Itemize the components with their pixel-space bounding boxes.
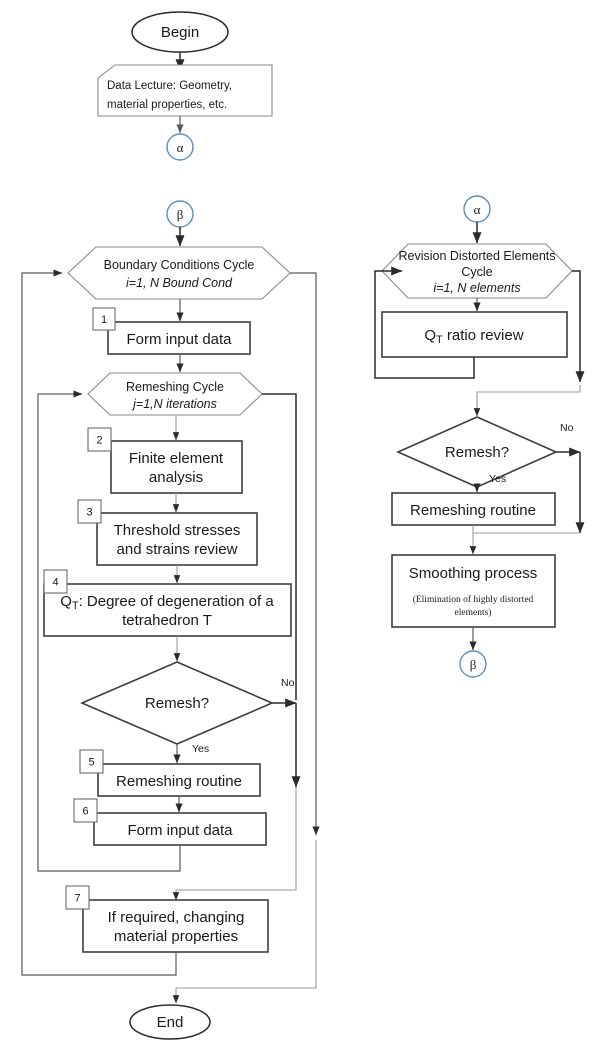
edge-ratio-back-to-revcycle <box>374 266 475 379</box>
tag-step-1-number: 1 <box>101 314 107 326</box>
node-step-1-label: Form input data <box>126 331 232 348</box>
edge-step6-back-to-remeshing-cycle <box>37 390 181 872</box>
node-data-input-line1: Data Lecture: Geometry, <box>107 80 232 92</box>
node-step-1[interactable]: Form input data <box>107 321 251 355</box>
node-decision-remesh-left-label: Remesh? <box>145 695 209 712</box>
node-step-6-label: Form input data <box>127 822 233 839</box>
node-smoothing-subtitle-1: (Elimination of highly distorted <box>413 594 534 605</box>
node-ratio-review[interactable]: QT ratio review <box>381 311 568 358</box>
connector-alpha-in[interactable]: α <box>463 195 491 223</box>
node-step-4-line1: QT: Degree of degeneration of a <box>60 593 274 612</box>
node-step-5[interactable]: Remeshing routine <box>97 763 261 797</box>
tag-step-4-number: 4 <box>52 577 58 589</box>
connector-beta-in-label: β <box>177 207 184 222</box>
connector-alpha-out[interactable]: α <box>166 133 194 161</box>
connector-beta-in[interactable]: β <box>166 200 194 228</box>
tag-step-7-number: 7 <box>74 893 80 905</box>
node-revision-cycle[interactable]: Revision Distorted Elements Cycle i=1, N… <box>381 243 573 299</box>
node-remeshing-cycle-line2: j=1,N iterations <box>131 397 217 411</box>
node-smoothing-subtitle-2: elements) <box>455 607 492 618</box>
rail-merge-to-step7 <box>175 871 297 896</box>
connector-alpha-in-label: α <box>474 202 481 217</box>
rail-remeshing-merge-right <box>472 525 580 534</box>
tag-step-6-number: 6 <box>82 806 88 818</box>
connector-beta-out[interactable]: β <box>459 650 487 678</box>
node-step-4-line2: tetrahedron T <box>122 612 212 629</box>
node-revision-cycle-line2: Cycle <box>461 265 492 279</box>
node-step-3[interactable]: Threshold stresses and strains review <box>96 512 258 566</box>
node-step-5-label: Remeshing routine <box>116 773 242 790</box>
edge-label-no-left: No <box>281 677 295 689</box>
tag-step-5: 5 <box>79 749 104 774</box>
node-step-2-line1: Finite element <box>129 450 224 467</box>
node-decision-remesh-left[interactable]: Remesh? <box>79 661 275 745</box>
node-bc-cycle-line2: i=1, N Bound Cond <box>126 276 233 290</box>
rail-bc-cycle-exit <box>290 272 320 836</box>
rail-bc-cycle-exit-to-end <box>176 840 317 989</box>
node-remeshing-cycle[interactable]: Remeshing Cycle j=1,N iterations <box>87 372 263 416</box>
node-step-7-line1: If required, changing <box>108 909 245 926</box>
node-revision-cycle-line3: i=1, N elements <box>433 281 520 295</box>
node-step-3-line2: and strains review <box>117 541 238 558</box>
node-bc-cycle-line1: Boundary Conditions Cycle <box>104 258 255 272</box>
tag-step-5-number: 5 <box>88 757 94 769</box>
node-step-7[interactable]: If required, changing material propertie… <box>82 899 269 953</box>
node-data-input-line2: material properties, etc. <box>107 99 227 111</box>
node-smoothing-process[interactable]: Smoothing process (Elimination of highly… <box>391 554 556 628</box>
node-begin[interactable]: Begin <box>131 11 229 53</box>
node-step-6[interactable]: Form input data <box>93 812 267 846</box>
node-ratio-review-label: QT ratio review <box>424 327 523 346</box>
node-remeshing-routine-right-label: Remeshing routine <box>410 502 536 519</box>
node-begin-label: Begin <box>161 24 199 41</box>
rail-revcycle-exit-to-decision <box>476 385 581 413</box>
tag-step-3-number: 3 <box>86 507 92 519</box>
tag-step-3: 3 <box>77 499 102 524</box>
node-step-4[interactable]: QT: Degree of degeneration of a tetrahed… <box>43 583 292 637</box>
connector-alpha-out-label: α <box>177 140 184 155</box>
rail-remeshing-cycle-exit <box>262 393 297 700</box>
tag-step-7: 7 <box>65 885 90 910</box>
rail-revcycle-exit <box>572 270 585 383</box>
tag-step-6: 6 <box>73 798 98 823</box>
node-decision-remesh-right[interactable]: Remesh? <box>396 416 558 488</box>
node-remeshing-routine-right[interactable]: Remeshing routine <box>391 492 556 526</box>
edge-step7-back-to-bc-cycle <box>21 269 177 976</box>
edge-label-yes-right: Yes <box>489 473 506 485</box>
node-data-input[interactable]: Data Lecture: Geometry, material propert… <box>97 64 273 117</box>
connector-beta-out-label: β <box>470 657 477 672</box>
node-end-label: End <box>157 1014 184 1031</box>
tag-step-2-number: 2 <box>96 435 102 447</box>
node-step-2[interactable]: Finite element analysis <box>110 440 243 494</box>
node-step-3-line1: Threshold stresses <box>114 522 241 539</box>
edge-label-yes-left: Yes <box>192 743 209 755</box>
node-step-7-line2: material properties <box>114 928 238 945</box>
node-revision-cycle-line1: Revision Distorted Elements <box>398 249 555 263</box>
node-decision-remesh-right-label: Remesh? <box>445 444 509 461</box>
tag-step-2: 2 <box>87 427 112 452</box>
tag-step-4: 4 <box>43 569 68 594</box>
node-end[interactable]: End <box>129 1004 211 1040</box>
node-smoothing-title: Smoothing process <box>409 565 537 582</box>
node-remeshing-cycle-line1: Remeshing Cycle <box>126 380 224 394</box>
edge-label-no-right: No <box>560 422 574 434</box>
tag-step-1: 1 <box>92 307 116 331</box>
node-step-2-line2: analysis <box>149 469 203 486</box>
node-bc-cycle[interactable]: Boundary Conditions Cycle i=1, N Bound C… <box>67 246 291 300</box>
